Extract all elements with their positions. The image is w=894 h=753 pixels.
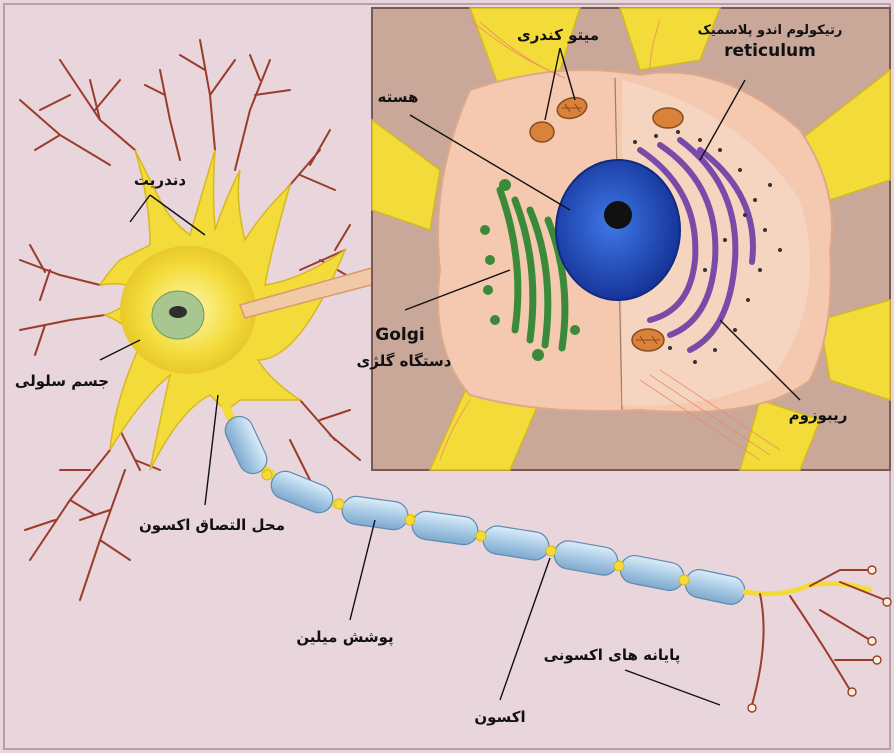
label-golgi-fa: دستگاه گلژی <box>357 352 452 370</box>
label-nucleus: هسته <box>378 88 419 106</box>
label-axon-terminals: پایانه های اکسونی <box>544 646 681 665</box>
label-reticulum-en: reticulum <box>724 41 816 61</box>
label-golgi-en: Golgi <box>375 325 424 345</box>
label-myelin-sheath: پوشش میلین <box>296 628 393 647</box>
label-cell-body: جسم سلولی <box>15 372 109 390</box>
label-dendrite: دندریت <box>134 171 186 189</box>
nucleolus <box>604 201 632 229</box>
soma-nucleolus <box>169 306 187 318</box>
label-axon: اکسون <box>474 708 525 726</box>
label-ribosome: ریبوزوم <box>789 406 848 424</box>
label-endoplasmic-reticulum: رتیکولوم اندو پلاسمیک <box>698 23 843 38</box>
label-mitochondria: میتو کندری <box>517 26 599 44</box>
label-axon-hillock: محل التصاق اکسون <box>139 516 285 534</box>
nucleus <box>556 160 680 300</box>
